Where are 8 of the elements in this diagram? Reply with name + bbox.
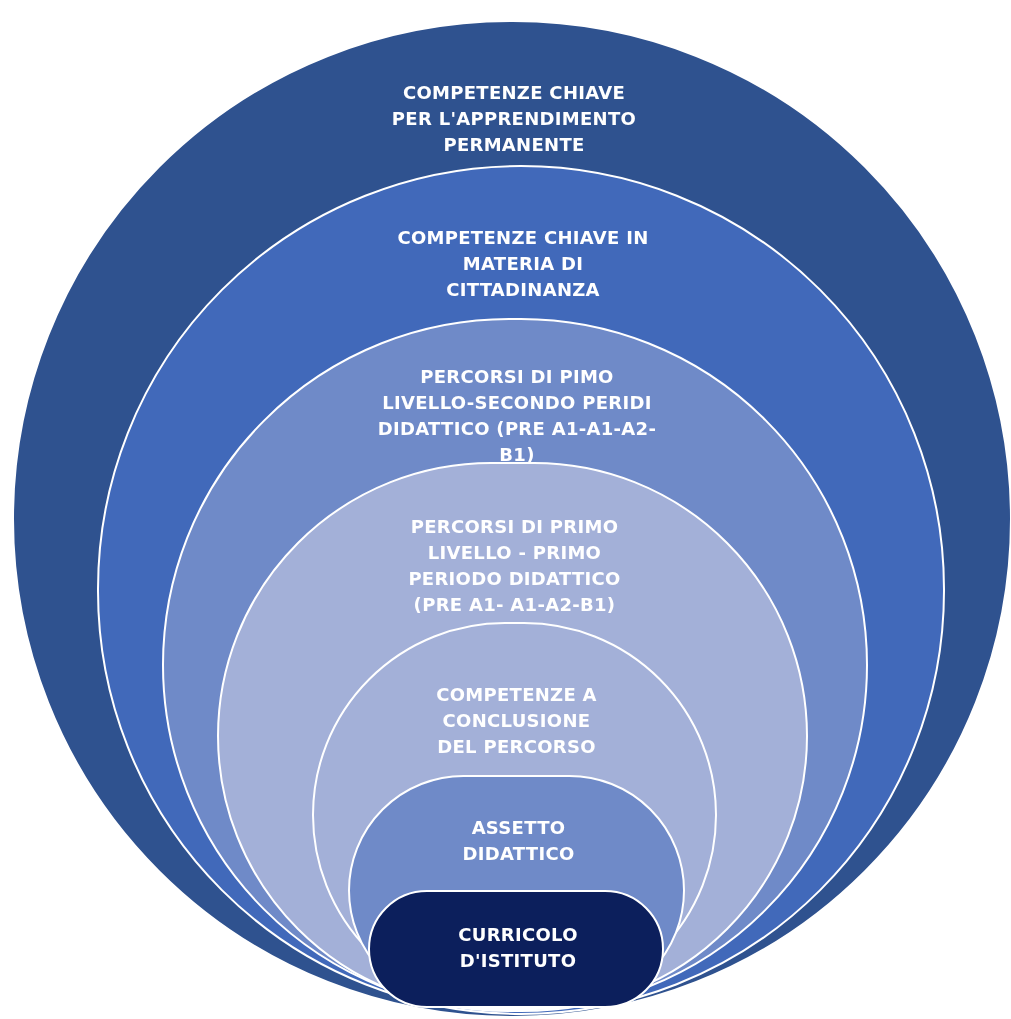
band-label: PERCORSI DI PIMO LIVELLO-SECONDO PERIDI DIDATTICO (PRE A1-A1-A2-B1) (377, 365, 657, 467)
band-label: COMPETENZE CHIAVE IN MATERIA DI CITTADINANZA (396, 226, 650, 302)
circle-band (368, 890, 664, 1008)
band-label: CURRICOLO D'ISTITUTO (457, 923, 579, 973)
band-label: COMPETENZE A CONCLUSIONE DEL PERCORSO (435, 683, 598, 759)
band-label: COMPETENZE CHIAVE PER L'APPRENDIMENTO PERMANENTE (390, 81, 638, 157)
band-label: ASSETTO DIDATTICO (461, 816, 576, 866)
band-label: PERCORSI DI PRIMO LIVELLO - PRIMO PERIODO DIDATTICO (PRE A1- A1-A2-B1) (407, 515, 622, 617)
